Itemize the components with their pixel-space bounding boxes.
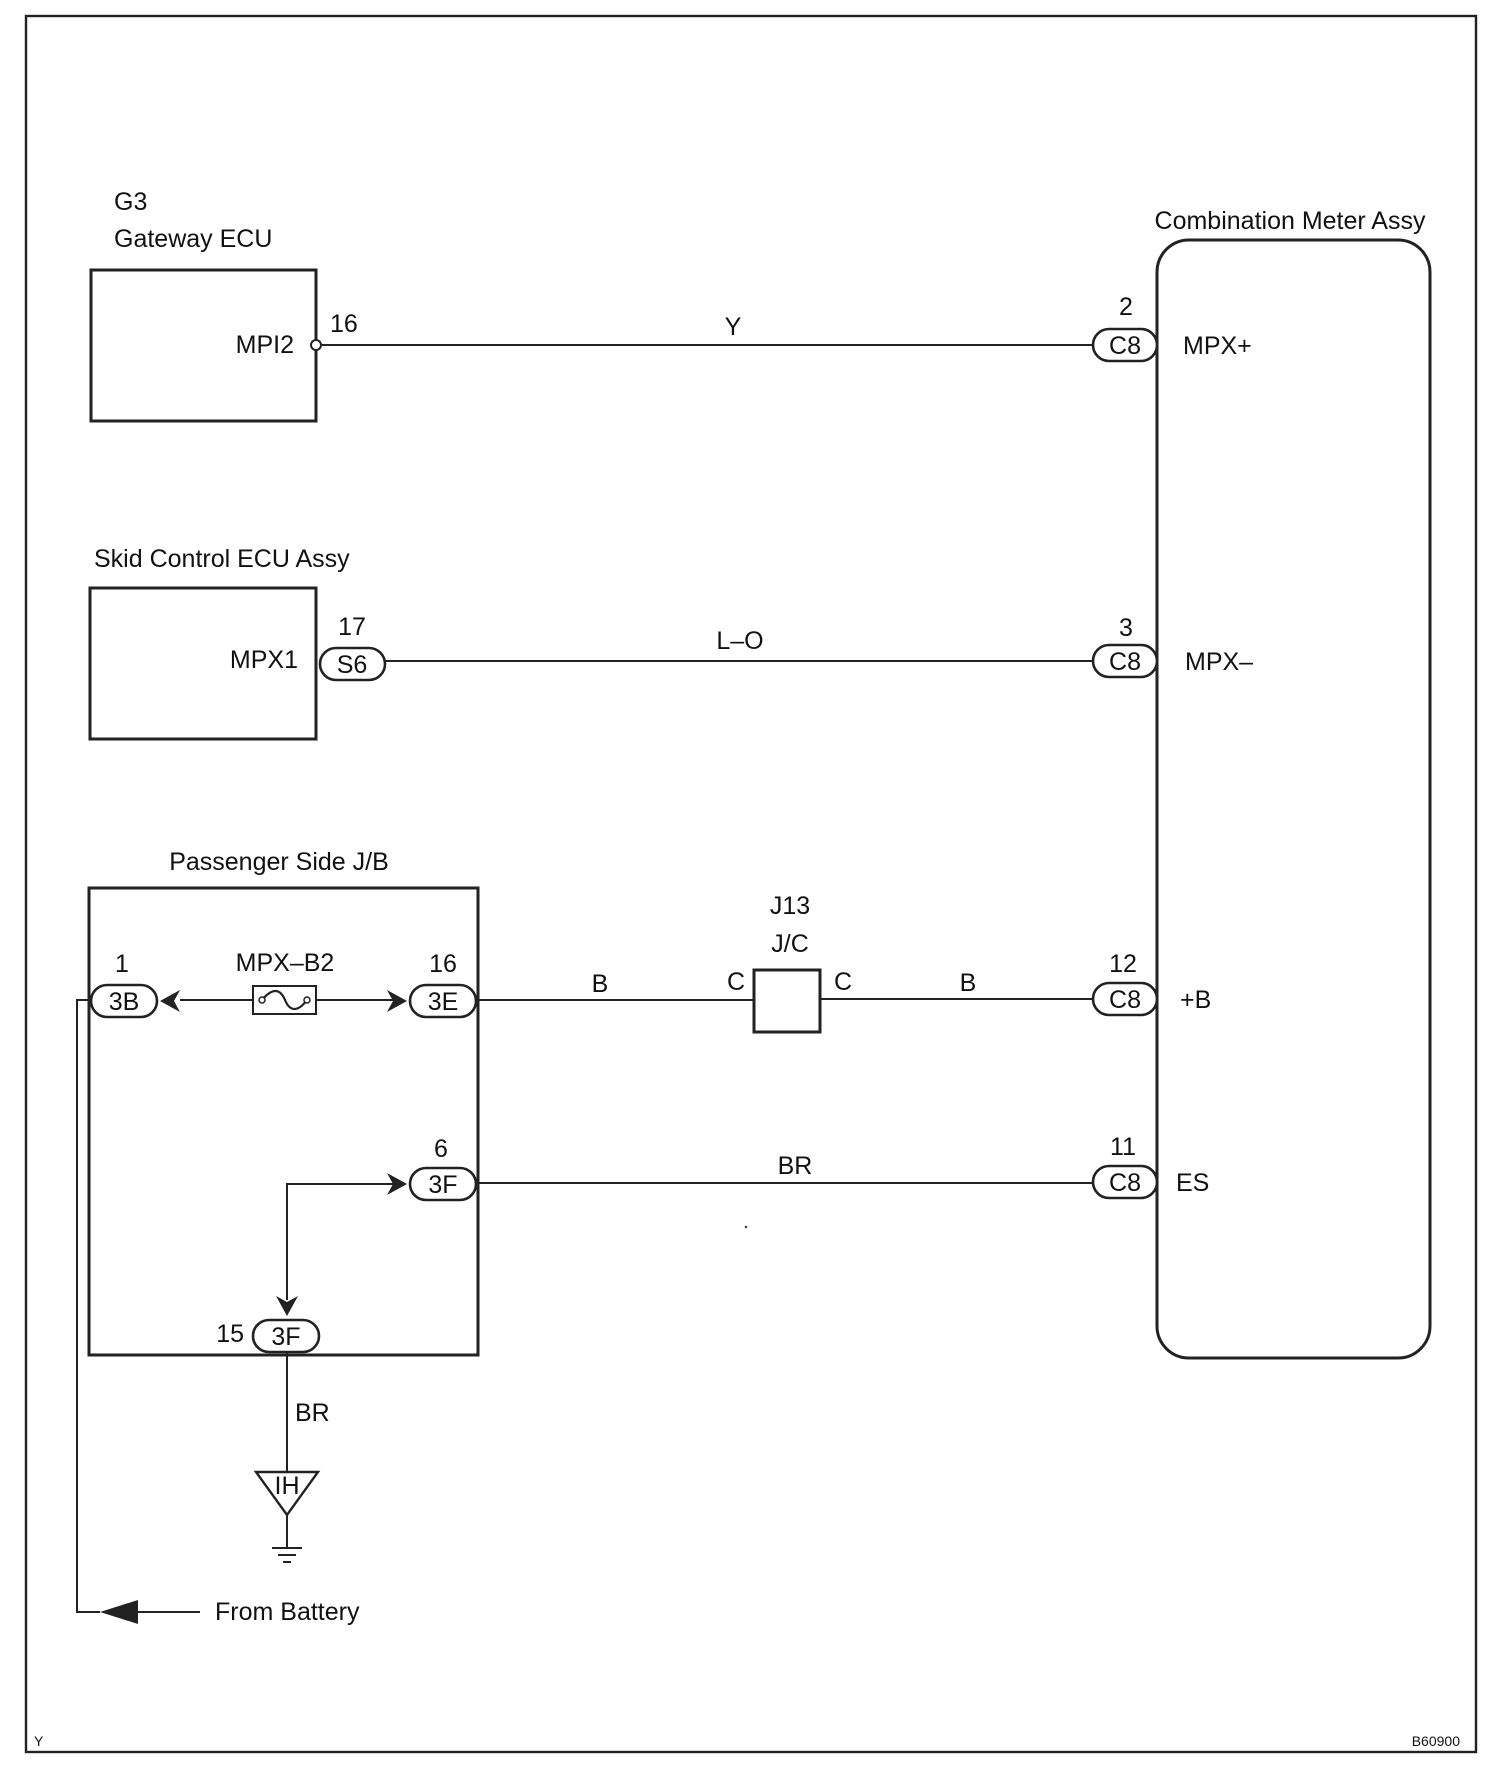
passenger-side-jb: Passenger Side J/B MPX–B2 1 3B 16 3E 6 3… [87,848,480,1357]
wire-es-color: BR [778,1152,813,1180]
gateway-ecu-code: G3 [114,188,147,216]
jc-right-terminal: C [834,968,852,996]
meter-connector [1091,643,1159,679]
jb-label: Passenger Side J/B [169,848,389,876]
wire-ground-color: BR [295,1399,330,1427]
gateway-ecu-box [89,268,318,423]
meter-terminal-plus-b: +B [1180,986,1211,1014]
jb-pin-number: 16 [429,950,457,978]
meter-terminal-mpx-minus: MPX– [1185,648,1253,676]
jc-code: J13 [770,892,810,920]
meter-connector [1091,327,1159,363]
jb-pin-number: 15 [216,1320,244,1348]
ground-triangle [253,1470,321,1518]
gateway-ecu-pin-dot [310,339,322,351]
meter-connector-label: C8 [1109,332,1141,360]
connector-chevron-icon [160,990,180,1012]
battery-label: From Battery [215,1598,360,1626]
jb-connector-label: 3F [428,1171,457,1199]
connector-chevron-icon [276,1296,298,1316]
diagram-frame [24,14,1478,1754]
corner-label-left: Y [34,1733,44,1749]
combination-meter: Combination Meter Assy 2 C8 MPX+ 3 C8 MP… [1091,207,1432,1360]
fuse-symbol [261,989,308,1011]
gateway-ecu-terminal: MPI2 [236,331,294,359]
meter-pin-number: 12 [1109,950,1137,978]
skid-ecu-box [88,586,318,741]
gateway-ecu-label: Gateway ECU [114,225,272,253]
gateway-ecu: G3 Gateway ECU MPI2 16 [89,188,358,423]
wire-b-right-color: B [960,969,977,997]
fuse-terminal-dot [303,996,311,1004]
wire-b-left-color: B [592,970,609,998]
meter-connector-label: C8 [1109,1169,1141,1197]
jc-label: J/C [771,930,809,958]
combination-meter-box [1155,238,1432,1360]
meter-pin-number: 2 [1119,293,1133,321]
wire-mpx-plus-color: Y [725,313,742,341]
arrow-left-icon [100,1600,138,1624]
jb-pin-number: 1 [115,950,129,978]
meter-connector-label: C8 [1109,986,1141,1014]
meter-pin-number: 11 [1110,1133,1136,1161]
corner-label-right: B60900 [1412,1733,1460,1749]
skid-control-ecu: Skid Control ECU Assy MPX1 17 S6 [88,545,387,741]
jc-box [752,968,822,1034]
jc-left-terminal: C [727,968,745,996]
junction-connector-j13: J13 J/C C C [727,892,852,1034]
skid-ecu-connector-label: S6 [337,651,368,679]
jb-pin-number: 6 [434,1135,448,1163]
meter-terminal-es: ES [1176,1169,1209,1197]
ground-point: IH [253,1470,321,1563]
wire-battery [76,999,100,1613]
jb-connector-label: 3F [271,1323,300,1351]
stray-dot [744,1225,748,1229]
fuse-label: MPX–B2 [236,949,335,977]
combination-meter-label: Combination Meter Assy [1155,207,1426,235]
jb-connector-label: 3B [109,988,140,1016]
jb-internal-wire [286,1183,393,1300]
connector-chevron-icon [387,990,407,1012]
meter-connector-label: C8 [1109,648,1141,676]
jb-box [87,886,480,1357]
gateway-ecu-pin-number: 16 [330,310,358,338]
skid-ecu-pin-number: 17 [338,613,366,641]
meter-terminal-mpx-plus: MPX+ [1183,332,1252,360]
skid-ecu-connector [318,646,387,682]
wire-mpx-minus-color: L–O [716,627,763,655]
ground-code: IH [275,1472,300,1500]
jb-connector-label: 3E [428,988,459,1016]
skid-ecu-label: Skid Control ECU Assy [94,545,350,573]
fuse-terminal-dot [258,996,266,1004]
meter-pin-number: 3 [1119,614,1133,642]
connector-chevron-icon [387,1173,407,1195]
skid-ecu-terminal: MPX1 [230,646,298,674]
